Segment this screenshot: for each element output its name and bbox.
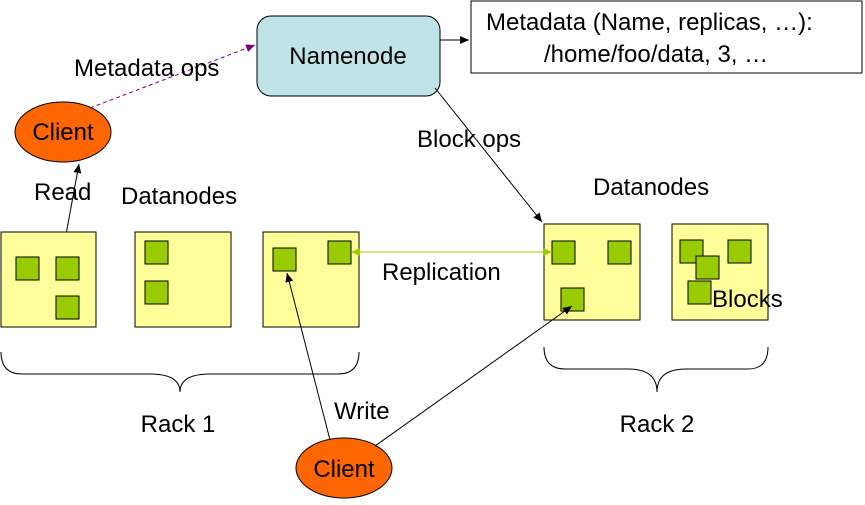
block (327, 240, 352, 265)
datanodes-rack2-label: Datanodes (593, 174, 709, 201)
metadata-ops-label: Metadata ops (74, 55, 219, 82)
block-ops-edge (434, 87, 543, 223)
rack2-brace (543, 346, 769, 393)
namenode-node: Namenode (256, 15, 441, 97)
blocks-label: Blocks (712, 286, 783, 313)
block (15, 256, 40, 281)
write-edge-rack2 (374, 305, 573, 447)
block (607, 240, 632, 265)
metadata-line-2: /home/foo/data, 3, … (544, 41, 768, 68)
block (551, 240, 576, 265)
client-bottom-label: Client (313, 456, 375, 483)
write-edge-rack1 (285, 272, 331, 441)
rack1-label: Rack 1 (141, 411, 216, 438)
read-edge (64, 163, 82, 241)
metadata-box: Metadata (Name, replicas, …): /home/foo/… (470, 0, 863, 74)
client-top-node: Client (14, 101, 112, 163)
block (687, 280, 712, 305)
datanode-rack2-2: Blocks (671, 223, 783, 321)
datanodes-rack1-label: Datanodes (121, 183, 237, 210)
block (695, 255, 720, 280)
block (727, 239, 752, 264)
datanode-rack1-3 (262, 231, 360, 328)
datanode-rack1-2 (134, 231, 232, 328)
namenode-label: Namenode (289, 43, 406, 70)
block (55, 256, 80, 281)
client-top-label: Client (32, 119, 94, 146)
block (144, 280, 169, 305)
write-label: Write (334, 398, 390, 425)
metadata-line-1: Metadata (Name, replicas, …): (486, 9, 813, 36)
client-bottom-node: Client (295, 437, 393, 499)
read-label: Read (34, 179, 91, 206)
block-ops-label: Block ops (417, 126, 521, 153)
metadata-ops-edge (89, 44, 256, 109)
replication-label: Replication (382, 259, 501, 286)
datanode-rack1-1 (0, 231, 97, 328)
rack2-label: Rack 2 (620, 411, 695, 438)
block (560, 287, 585, 312)
datanode-rack2-1 (543, 223, 641, 321)
block (272, 247, 297, 272)
block (55, 295, 80, 320)
rack1-brace (0, 351, 360, 393)
block (144, 240, 169, 265)
